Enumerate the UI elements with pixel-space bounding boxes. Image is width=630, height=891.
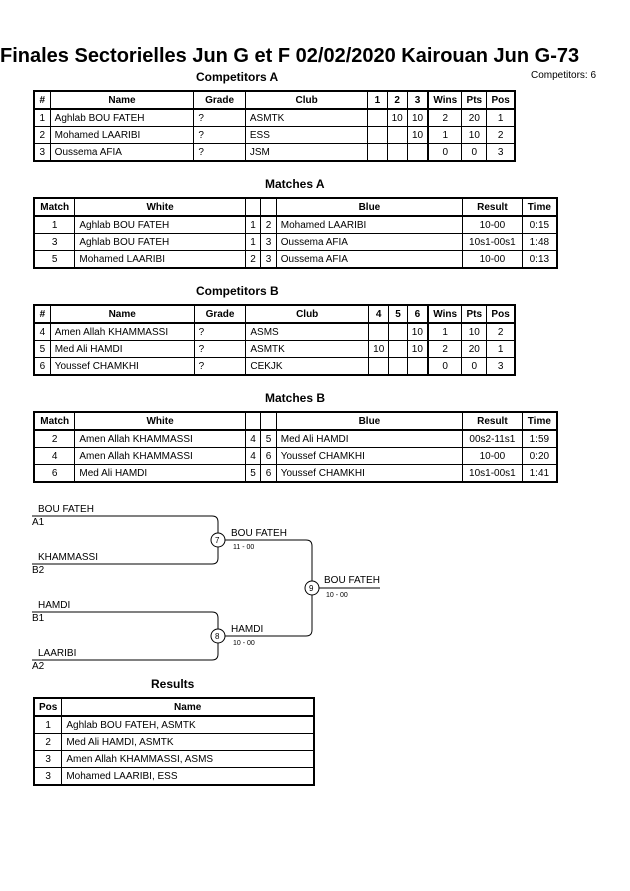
- col-name: Name: [49, 90, 195, 110]
- matches-a-title: Matches A: [265, 177, 325, 191]
- col-3: 3: [406, 90, 430, 110]
- match-8-marker: [210, 628, 226, 644]
- col-blue: Blue: [275, 197, 464, 217]
- slot-1-name: BOU FATEH: [38, 504, 94, 515]
- col-pos: Pos: [33, 697, 63, 717]
- slot-2-name: KHAMMASSI: [38, 552, 99, 563]
- slot-2-seed: B2: [32, 565, 45, 576]
- col-num: #: [33, 90, 51, 110]
- col-pos: Pos: [486, 90, 516, 110]
- slot-3-name: HAMDI: [38, 600, 71, 611]
- competitors-b-title: Competitors B: [196, 284, 279, 298]
- semi-1-score: 11 - 00: [233, 544, 255, 551]
- col-time: Time: [521, 197, 558, 217]
- semi-1-winner: BOU FATEH: [231, 528, 287, 539]
- match-8-number: 8: [215, 632, 220, 641]
- match-7-number: 7: [215, 536, 220, 545]
- match-9-marker: [304, 580, 320, 596]
- results-title: Results: [151, 677, 195, 691]
- col-white: White: [74, 197, 246, 217]
- matches-b-title: Matches B: [265, 391, 326, 405]
- slot-3-seed: B1: [32, 613, 45, 624]
- semi-2-score: 10 - 00: [233, 640, 255, 647]
- match-9-number: 9: [309, 584, 314, 593]
- col-2: 2: [386, 90, 408, 110]
- col-grade: Grade: [193, 90, 246, 110]
- slot-1-seed: A1: [32, 517, 45, 528]
- match-7-marker: [210, 532, 226, 548]
- final-score: 10 - 00: [326, 592, 348, 599]
- competitors-count: Competitors: 6: [531, 70, 597, 81]
- page-title: Finales Sectorielles Jun G et F 02/02/20…: [0, 45, 580, 67]
- final-winner: BOU FATEH: [324, 575, 380, 586]
- semi-2-winner: HAMDI: [231, 624, 264, 635]
- slot-4-seed: A2: [32, 661, 45, 672]
- slot-4-name: LAARIBI: [38, 648, 77, 659]
- col-club: Club: [244, 90, 369, 110]
- col-name: Name: [61, 697, 315, 717]
- competitors-a-title: Competitors A: [196, 70, 279, 84]
- col-match: Match: [33, 197, 76, 217]
